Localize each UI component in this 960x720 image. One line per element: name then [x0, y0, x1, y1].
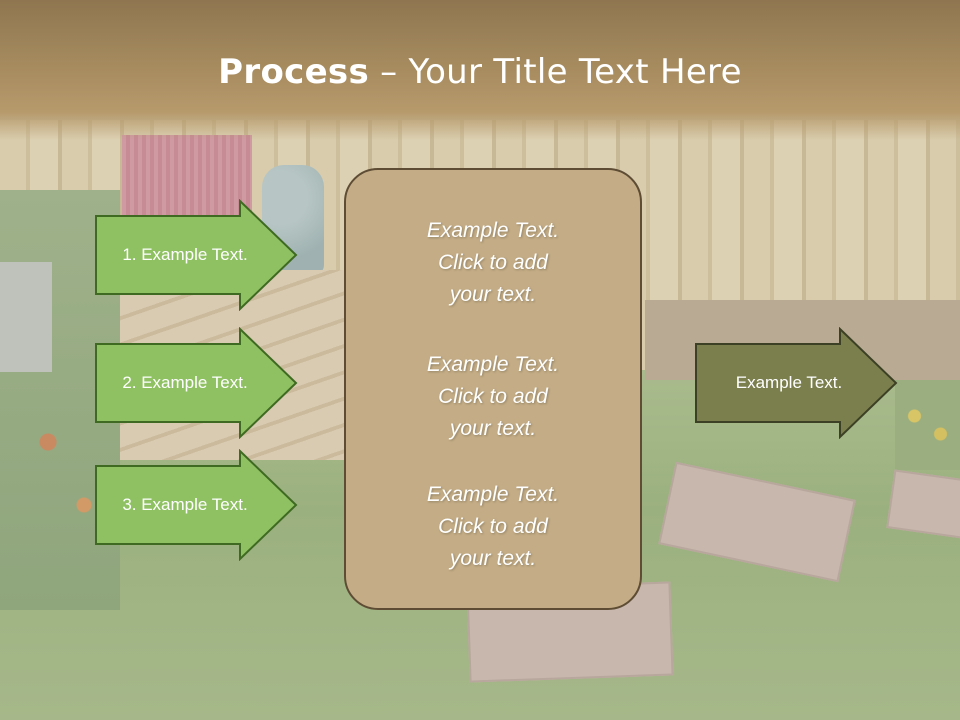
process-arrow-1[interactable]: 1. Example Text.	[94, 199, 299, 311]
stepping-stone	[886, 469, 960, 540]
arrow-right-icon	[95, 449, 298, 561]
arrow-label: 3. Example Text.	[122, 495, 248, 514]
arrow-label: 1. Example Text.	[122, 245, 248, 264]
panel-text-block[interactable]: Example Text. Click to add your text.	[426, 353, 560, 440]
arrow-right-icon	[95, 199, 298, 311]
arrow-label: 2. Example Text.	[122, 373, 248, 392]
arrow-label: Example Text.	[735, 373, 843, 392]
title-bar	[0, 0, 960, 140]
arrow-right-icon	[695, 327, 898, 439]
red-mat	[122, 135, 252, 215]
title-bold-text: Process	[218, 52, 370, 92]
panel-text-block[interactable]: Example Text. Click to add your text.	[426, 483, 560, 570]
result-arrow[interactable]: Example Text.	[694, 327, 899, 439]
flower-plant	[895, 380, 960, 470]
panel-text-block[interactable]: Example Text. Click to add your text.	[426, 219, 560, 306]
center-text-panel[interactable]: Example Text. Click to add your text. Ex…	[344, 168, 642, 610]
arrow-right-icon	[95, 327, 298, 439]
process-arrow-3[interactable]: 3. Example Text.	[94, 449, 299, 561]
title-text: – Your Title Text Here	[369, 52, 742, 92]
process-arrow-2[interactable]: 2. Example Text.	[94, 327, 299, 439]
slide-title[interactable]: Process – Your Title Text Here	[0, 52, 960, 92]
planter-box	[0, 262, 52, 372]
